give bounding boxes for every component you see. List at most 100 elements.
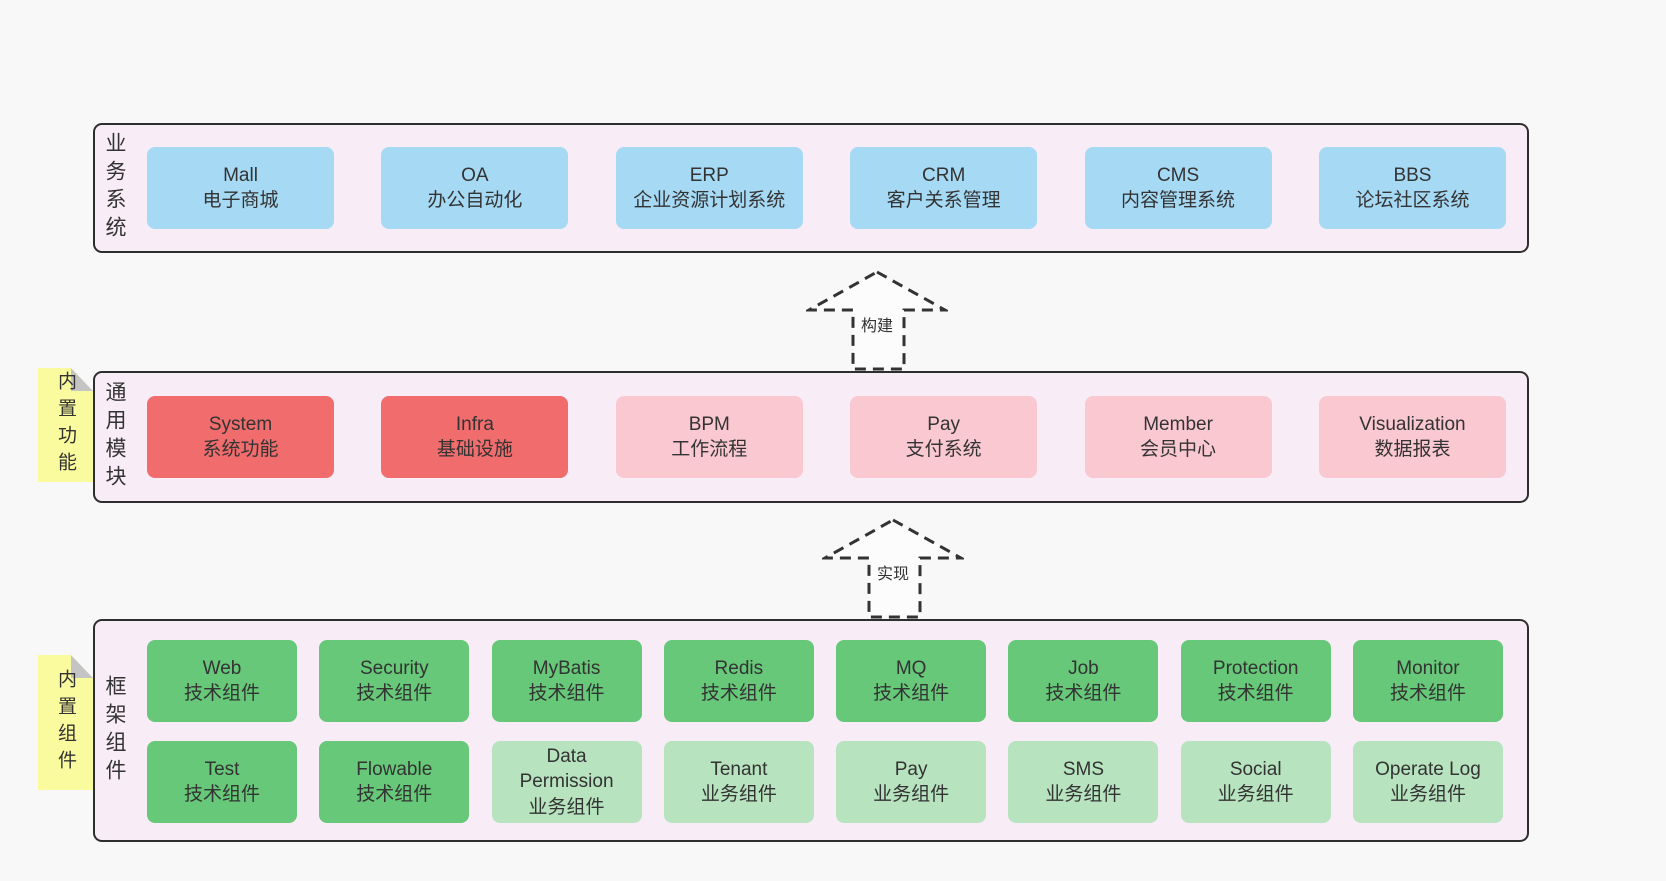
box-social: Social 业务组件 — [1180, 741, 1331, 823]
box-cms: CMS 内容管理系统 — [1084, 147, 1272, 229]
box-test: Test 技术组件 — [147, 741, 297, 823]
box-operate-log: Operate Log 业务组件 — [1352, 741, 1503, 823]
builtin-components-sticky-text: 内置组件 — [55, 668, 76, 777]
box-cms-desc: 内容管理系统 — [1121, 190, 1236, 211]
box-monitor-name: Monitor — [1396, 657, 1460, 679]
box-pay-component-name: Pay — [894, 758, 928, 780]
box-sms-desc: 业务组件 — [1045, 784, 1122, 805]
box-erp: ERP 企业资源计划系统 — [615, 147, 803, 229]
build-arrow: 构建 — [806, 269, 948, 371]
box-infra-name: Infra — [455, 413, 494, 435]
box-member-desc: 会员中心 — [1140, 439, 1217, 460]
box-monitor: Monitor 技术组件 — [1352, 640, 1503, 722]
box-job-desc: 技术组件 — [1045, 683, 1122, 704]
box-mybatis-desc: 技术组件 — [528, 683, 605, 704]
box-tenant-desc: 业务组件 — [700, 784, 777, 805]
implement-arrow: 实现 — [822, 517, 964, 619]
box-member: Member 会员中心 — [1084, 396, 1272, 478]
box-pay-module-desc: 支付系统 — [905, 439, 982, 460]
box-monitor-desc: 技术组件 — [1389, 683, 1466, 704]
box-infra: Infra 基础设施 — [381, 396, 569, 478]
box-flowable-desc: 技术组件 — [356, 784, 433, 805]
box-mybatis-name: MyBatis — [532, 657, 601, 679]
implement-arrow-label: 实现 — [872, 559, 914, 585]
box-flowable: Flowable 技术组件 — [319, 741, 470, 823]
box-tenant-name: Tenant — [710, 758, 768, 780]
framework-components-panel: 框架组件 Web 技术组件 Security 技术组件 MyBatis 技术组件… — [93, 619, 1529, 842]
box-test-desc: 技术组件 — [183, 784, 260, 805]
box-mall-desc: 电子商城 — [202, 190, 279, 211]
box-infra-desc: 基础设施 — [436, 439, 513, 460]
box-bpm: BPM 工作流程 — [615, 396, 803, 478]
box-redis: Redis 技术组件 — [663, 640, 814, 722]
box-bpm-name: BPM — [688, 413, 730, 435]
box-protection: Protection 技术组件 — [1180, 640, 1331, 722]
box-visualization-name: Visualization — [1359, 413, 1466, 435]
box-operate-log-desc: 业务组件 — [1389, 784, 1466, 805]
box-protection-desc: 技术组件 — [1217, 683, 1294, 704]
box-redis-name: Redis — [714, 657, 764, 679]
box-social-name: Social — [1229, 758, 1282, 780]
box-pay-module-name: Pay — [927, 413, 961, 435]
box-pay-module: Pay 支付系统 — [850, 396, 1038, 478]
box-mybatis: MyBatis 技术组件 — [491, 640, 642, 722]
box-crm: CRM 客户关系管理 — [850, 147, 1038, 229]
box-mq: MQ 技术组件 — [836, 640, 987, 722]
box-crm-name: CRM — [922, 164, 966, 186]
box-security-desc: 技术组件 — [356, 683, 433, 704]
box-flowable-name: Flowable — [356, 758, 433, 780]
box-pay-component: Pay 业务组件 — [836, 741, 987, 823]
box-test-name: Test — [204, 758, 240, 780]
box-bbs: BBS 论坛社区系统 — [1318, 147, 1506, 229]
box-web-desc: 技术组件 — [183, 683, 260, 704]
box-web: Web 技术组件 — [147, 640, 297, 722]
box-crm-desc: 客户关系管理 — [886, 190, 1001, 211]
box-mq-desc: 技术组件 — [873, 683, 950, 704]
box-erp-desc: 企业资源计划系统 — [633, 190, 786, 211]
business-systems-row: Mall 电子商城 OA 办公自动化 ERP 企业资源计划系统 CRM 客户关系… — [147, 125, 1506, 251]
builtin-features-sticky: 内置功能 — [38, 368, 93, 482]
business-systems-panel: 业务系统 Mall 电子商城 OA 办公自动化 ERP 企业资源计划系统 CRM… — [93, 123, 1529, 253]
box-member-name: Member — [1143, 413, 1213, 435]
box-security-name: Security — [359, 657, 429, 679]
framework-components-rows: Web 技术组件 Security 技术组件 MyBatis 技术组件 Redi… — [147, 640, 1503, 823]
box-bpm-desc: 工作流程 — [671, 439, 748, 460]
box-pay-component-desc: 业务组件 — [873, 784, 950, 805]
box-oa: OA 办公自动化 — [381, 147, 569, 229]
common-modules-panel-label: 通用模块 — [103, 381, 126, 493]
box-erp-name: ERP — [689, 164, 729, 186]
framework-components-panel-label: 框架组件 — [103, 674, 126, 787]
box-protection-name: Protection — [1212, 657, 1299, 679]
box-tenant: Tenant 业务组件 — [663, 741, 814, 823]
box-data-permission-name: Data Permission — [519, 745, 614, 793]
box-social-desc: 业务组件 — [1217, 784, 1294, 805]
build-arrow-label: 构建 — [856, 311, 898, 337]
box-mall: Mall 电子商城 — [147, 147, 334, 229]
box-sms-name: SMS — [1062, 758, 1104, 780]
box-cms-name: CMS — [1156, 164, 1200, 186]
box-operate-log-name: Operate Log — [1375, 758, 1481, 780]
box-visualization: Visualization 数据报表 — [1318, 396, 1506, 478]
box-mq-name: MQ — [895, 657, 927, 679]
box-bbs-name: BBS — [1393, 164, 1432, 186]
box-oa-desc: 办公自动化 — [427, 190, 523, 211]
framework-components-row-1: Web 技术组件 Security 技术组件 MyBatis 技术组件 Redi… — [147, 640, 1503, 722]
box-system-desc: 系统功能 — [202, 439, 279, 460]
box-redis-desc: 技术组件 — [700, 683, 777, 704]
framework-components-row-2: Test 技术组件 Flowable 技术组件 Data Permission … — [147, 741, 1503, 823]
box-sms: SMS 业务组件 — [1008, 741, 1159, 823]
common-modules-panel: 通用模块 System 系统功能 Infra 基础设施 BPM 工作流程 Pay… — [93, 371, 1529, 503]
box-job-name: Job — [1068, 657, 1099, 679]
box-mall-name: Mall — [223, 164, 258, 186]
box-visualization-desc: 数据报表 — [1374, 439, 1451, 460]
business-systems-panel-label: 业务系统 — [103, 132, 126, 244]
box-data-permission-desc: 业务组件 — [528, 796, 605, 818]
box-system-name: System — [208, 413, 273, 435]
box-web-name: Web — [202, 657, 242, 679]
box-oa-name: OA — [461, 164, 489, 186]
builtin-components-sticky: 内置组件 — [38, 655, 93, 790]
box-security: Security 技术组件 — [319, 640, 470, 722]
builtin-features-sticky-text: 内置功能 — [55, 371, 76, 479]
box-system: System 系统功能 — [147, 396, 334, 478]
